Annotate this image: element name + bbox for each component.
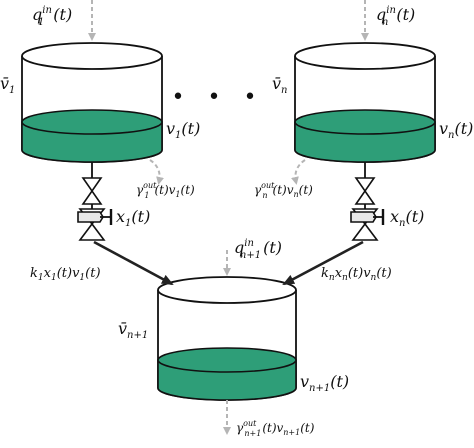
label-xn: xn(t) — [390, 207, 424, 229]
valve-n-icon — [350, 177, 385, 241]
label-vbar-n: v̄n — [272, 74, 288, 96]
tank-n1-top-rim — [157, 276, 297, 304]
tank-n — [294, 42, 436, 163]
outflow-arrow-1 — [149, 159, 164, 185]
tank-1-liquid-surface — [21, 109, 163, 135]
tank-n1-liquid-surface — [157, 347, 297, 373]
valve-1-icon — [77, 177, 113, 241]
flow-arrow-n — [282, 240, 364, 286]
ellipsis-dots: • • • — [172, 85, 265, 110]
label-vbar-n1: v̄n+1 — [118, 319, 148, 341]
tank-1-top-rim — [21, 42, 163, 70]
label-v1: v1(t) — [166, 119, 200, 141]
label-vn1: vn+1(t) — [300, 372, 349, 394]
label-flow-n: knxn(t)vn(t) — [321, 266, 392, 283]
label-vn: vn(t) — [439, 119, 473, 141]
label-vbar-1: v̄1 — [0, 74, 15, 96]
tank-n-liquid-surface — [294, 109, 436, 135]
label-x1: x1(t) — [116, 207, 150, 229]
tank-1 — [21, 42, 163, 163]
label-flow-1: k1x1(t)v1(t) — [30, 266, 101, 283]
tank-n-plus-1 — [157, 276, 297, 401]
flow-arrow-1 — [93, 240, 174, 286]
outflow-arrow-n — [291, 159, 306, 185]
tank-n-top-rim — [294, 42, 436, 70]
